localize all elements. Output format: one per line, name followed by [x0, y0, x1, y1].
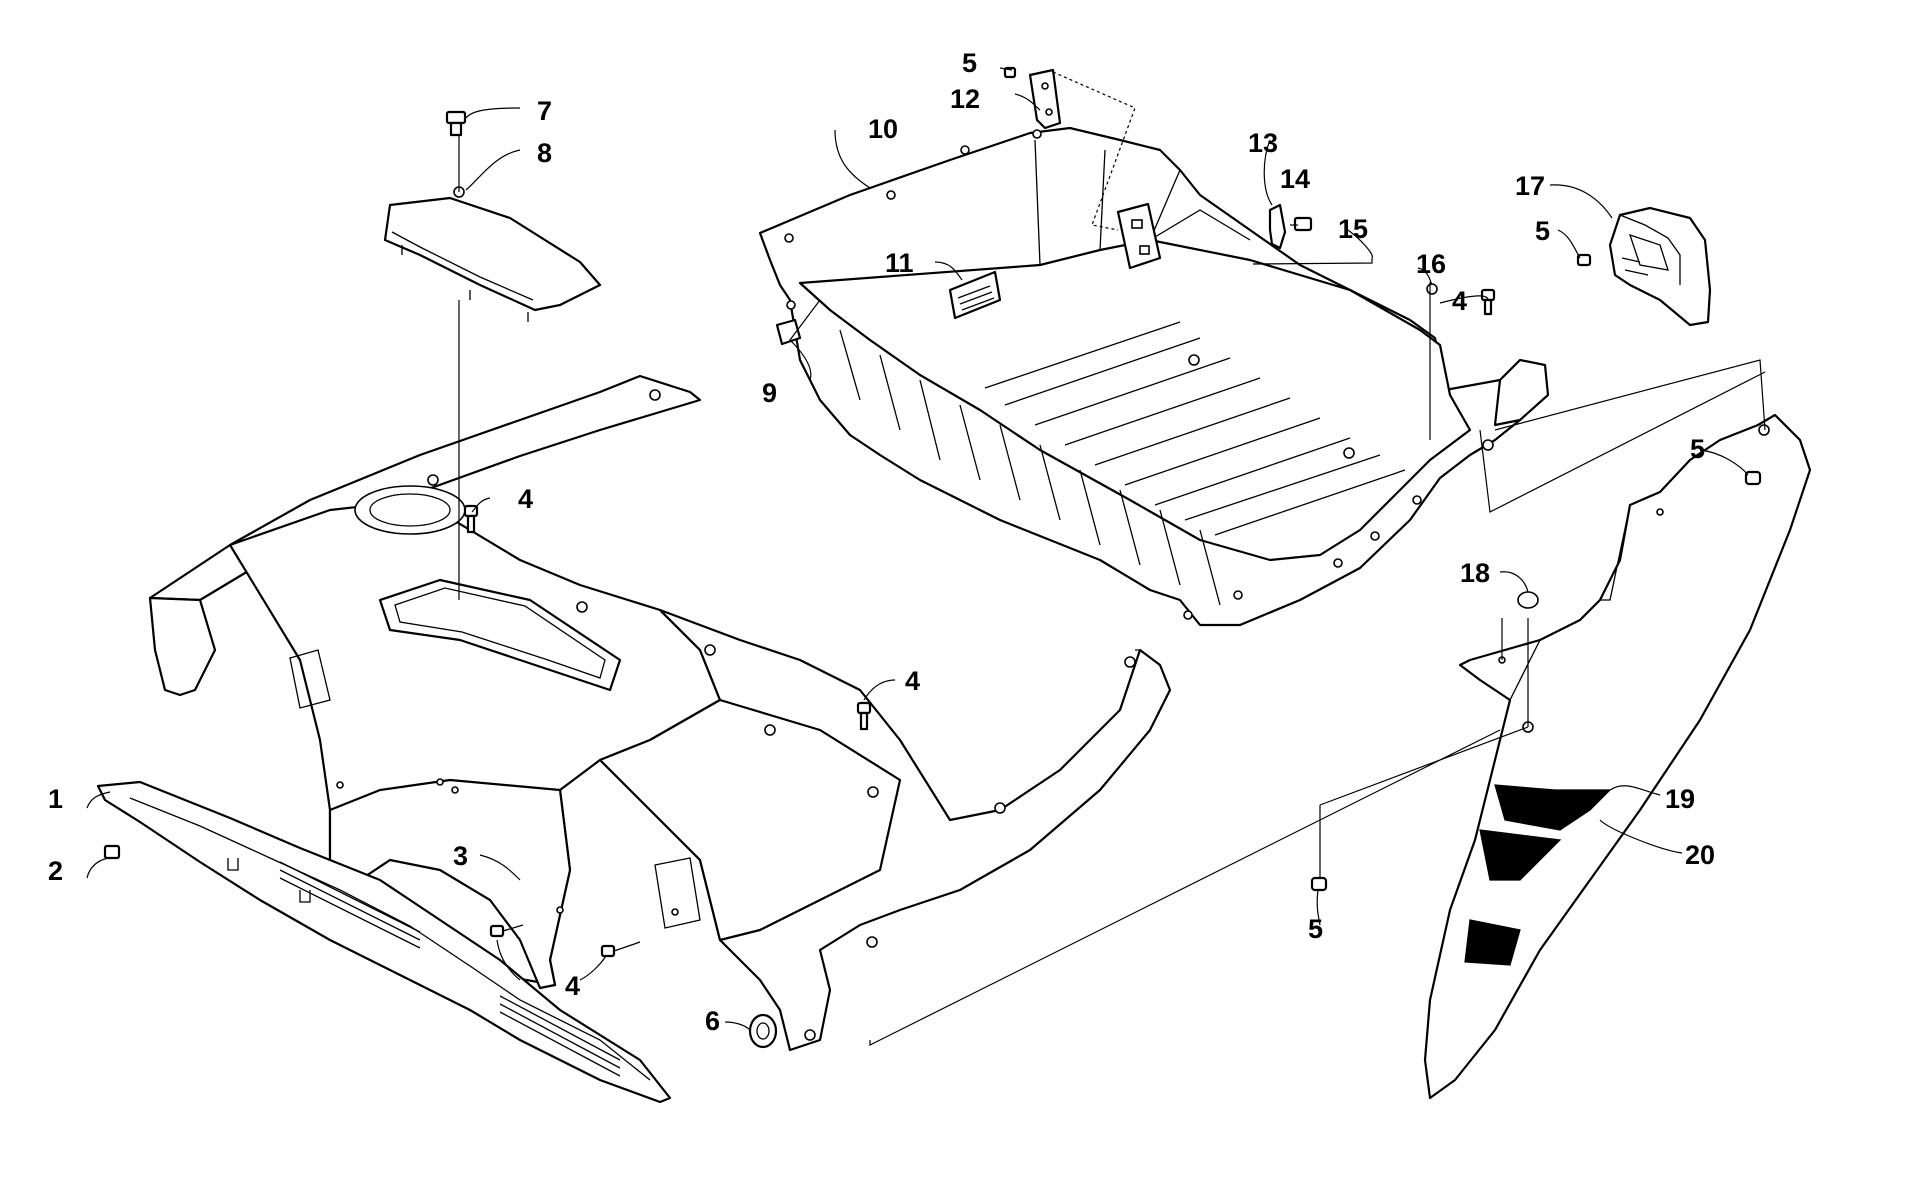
panel-plug [1517, 591, 1539, 609]
callout-5-side-bottom: 5 [1308, 914, 1323, 944]
callout-18: 18 [1460, 558, 1490, 588]
nut-side-panel-bottom [1310, 876, 1328, 892]
callout-12: 12 [950, 84, 980, 114]
hook-bolt [1293, 216, 1313, 232]
callout-7: 7 [537, 96, 552, 126]
callout-13: 13 [1248, 128, 1278, 158]
callout-6: 6 [705, 1006, 720, 1036]
callout-14: 14 [1280, 164, 1310, 194]
callout-5-bracket: 5 [962, 48, 977, 78]
trim-clip [103, 844, 121, 860]
callout-19: 19 [1665, 784, 1695, 814]
front-trim-panel [96, 780, 672, 1104]
screw-front-left [489, 924, 524, 938]
callout-3: 3 [453, 841, 468, 871]
rear-body-panel [148, 374, 1172, 1052]
tail-light-nut [1576, 253, 1592, 267]
nut-side-panel-top [1744, 470, 1762, 486]
nut-bracket-top [1003, 66, 1017, 79]
screw-center-top [463, 504, 479, 534]
callout-9: 9 [762, 378, 777, 408]
tail-light [1608, 206, 1712, 327]
callout-15: 15 [1338, 214, 1368, 244]
callout-8: 8 [537, 138, 552, 168]
screw-front-right [600, 941, 641, 958]
assembly-dashed-line [1052, 71, 1136, 231]
box-clip [775, 318, 802, 346]
callout-4-console: 4 [518, 484, 533, 514]
callout-4-front: 4 [565, 971, 580, 1001]
screw-right-arm [856, 701, 872, 731]
leader-lines [86, 67, 1766, 1046]
callout-17: 17 [1515, 171, 1545, 201]
callout-10: 10 [868, 114, 898, 144]
callout-5-side-top: 5 [1690, 434, 1705, 464]
callout-16: 16 [1416, 249, 1446, 279]
lid-bolt [445, 110, 467, 137]
bracket-plate [1028, 68, 1062, 130]
callout-4-box: 4 [1452, 286, 1467, 316]
callout-20: 20 [1685, 840, 1715, 870]
plug [1426, 283, 1438, 295]
callout-11: 11 [885, 248, 914, 278]
callout-1: 1 [48, 784, 63, 814]
grommet [748, 1013, 778, 1049]
callout-4-right-arm: 4 [905, 666, 920, 696]
side-decal [1464, 784, 1612, 966]
right-side-panel [1423, 413, 1812, 1100]
callout-5-tail-light: 5 [1535, 216, 1550, 246]
callout-labels: 1 2 3 4 4 4 4 5 5 5 5 6 7 8 9 10 11 12 1… [48, 48, 1715, 1036]
strap-hook [1268, 203, 1287, 250]
cargo-box [758, 126, 1550, 627]
screw-box-right [1480, 288, 1496, 316]
callout-2: 2 [48, 856, 63, 886]
storage-lid [383, 186, 602, 322]
